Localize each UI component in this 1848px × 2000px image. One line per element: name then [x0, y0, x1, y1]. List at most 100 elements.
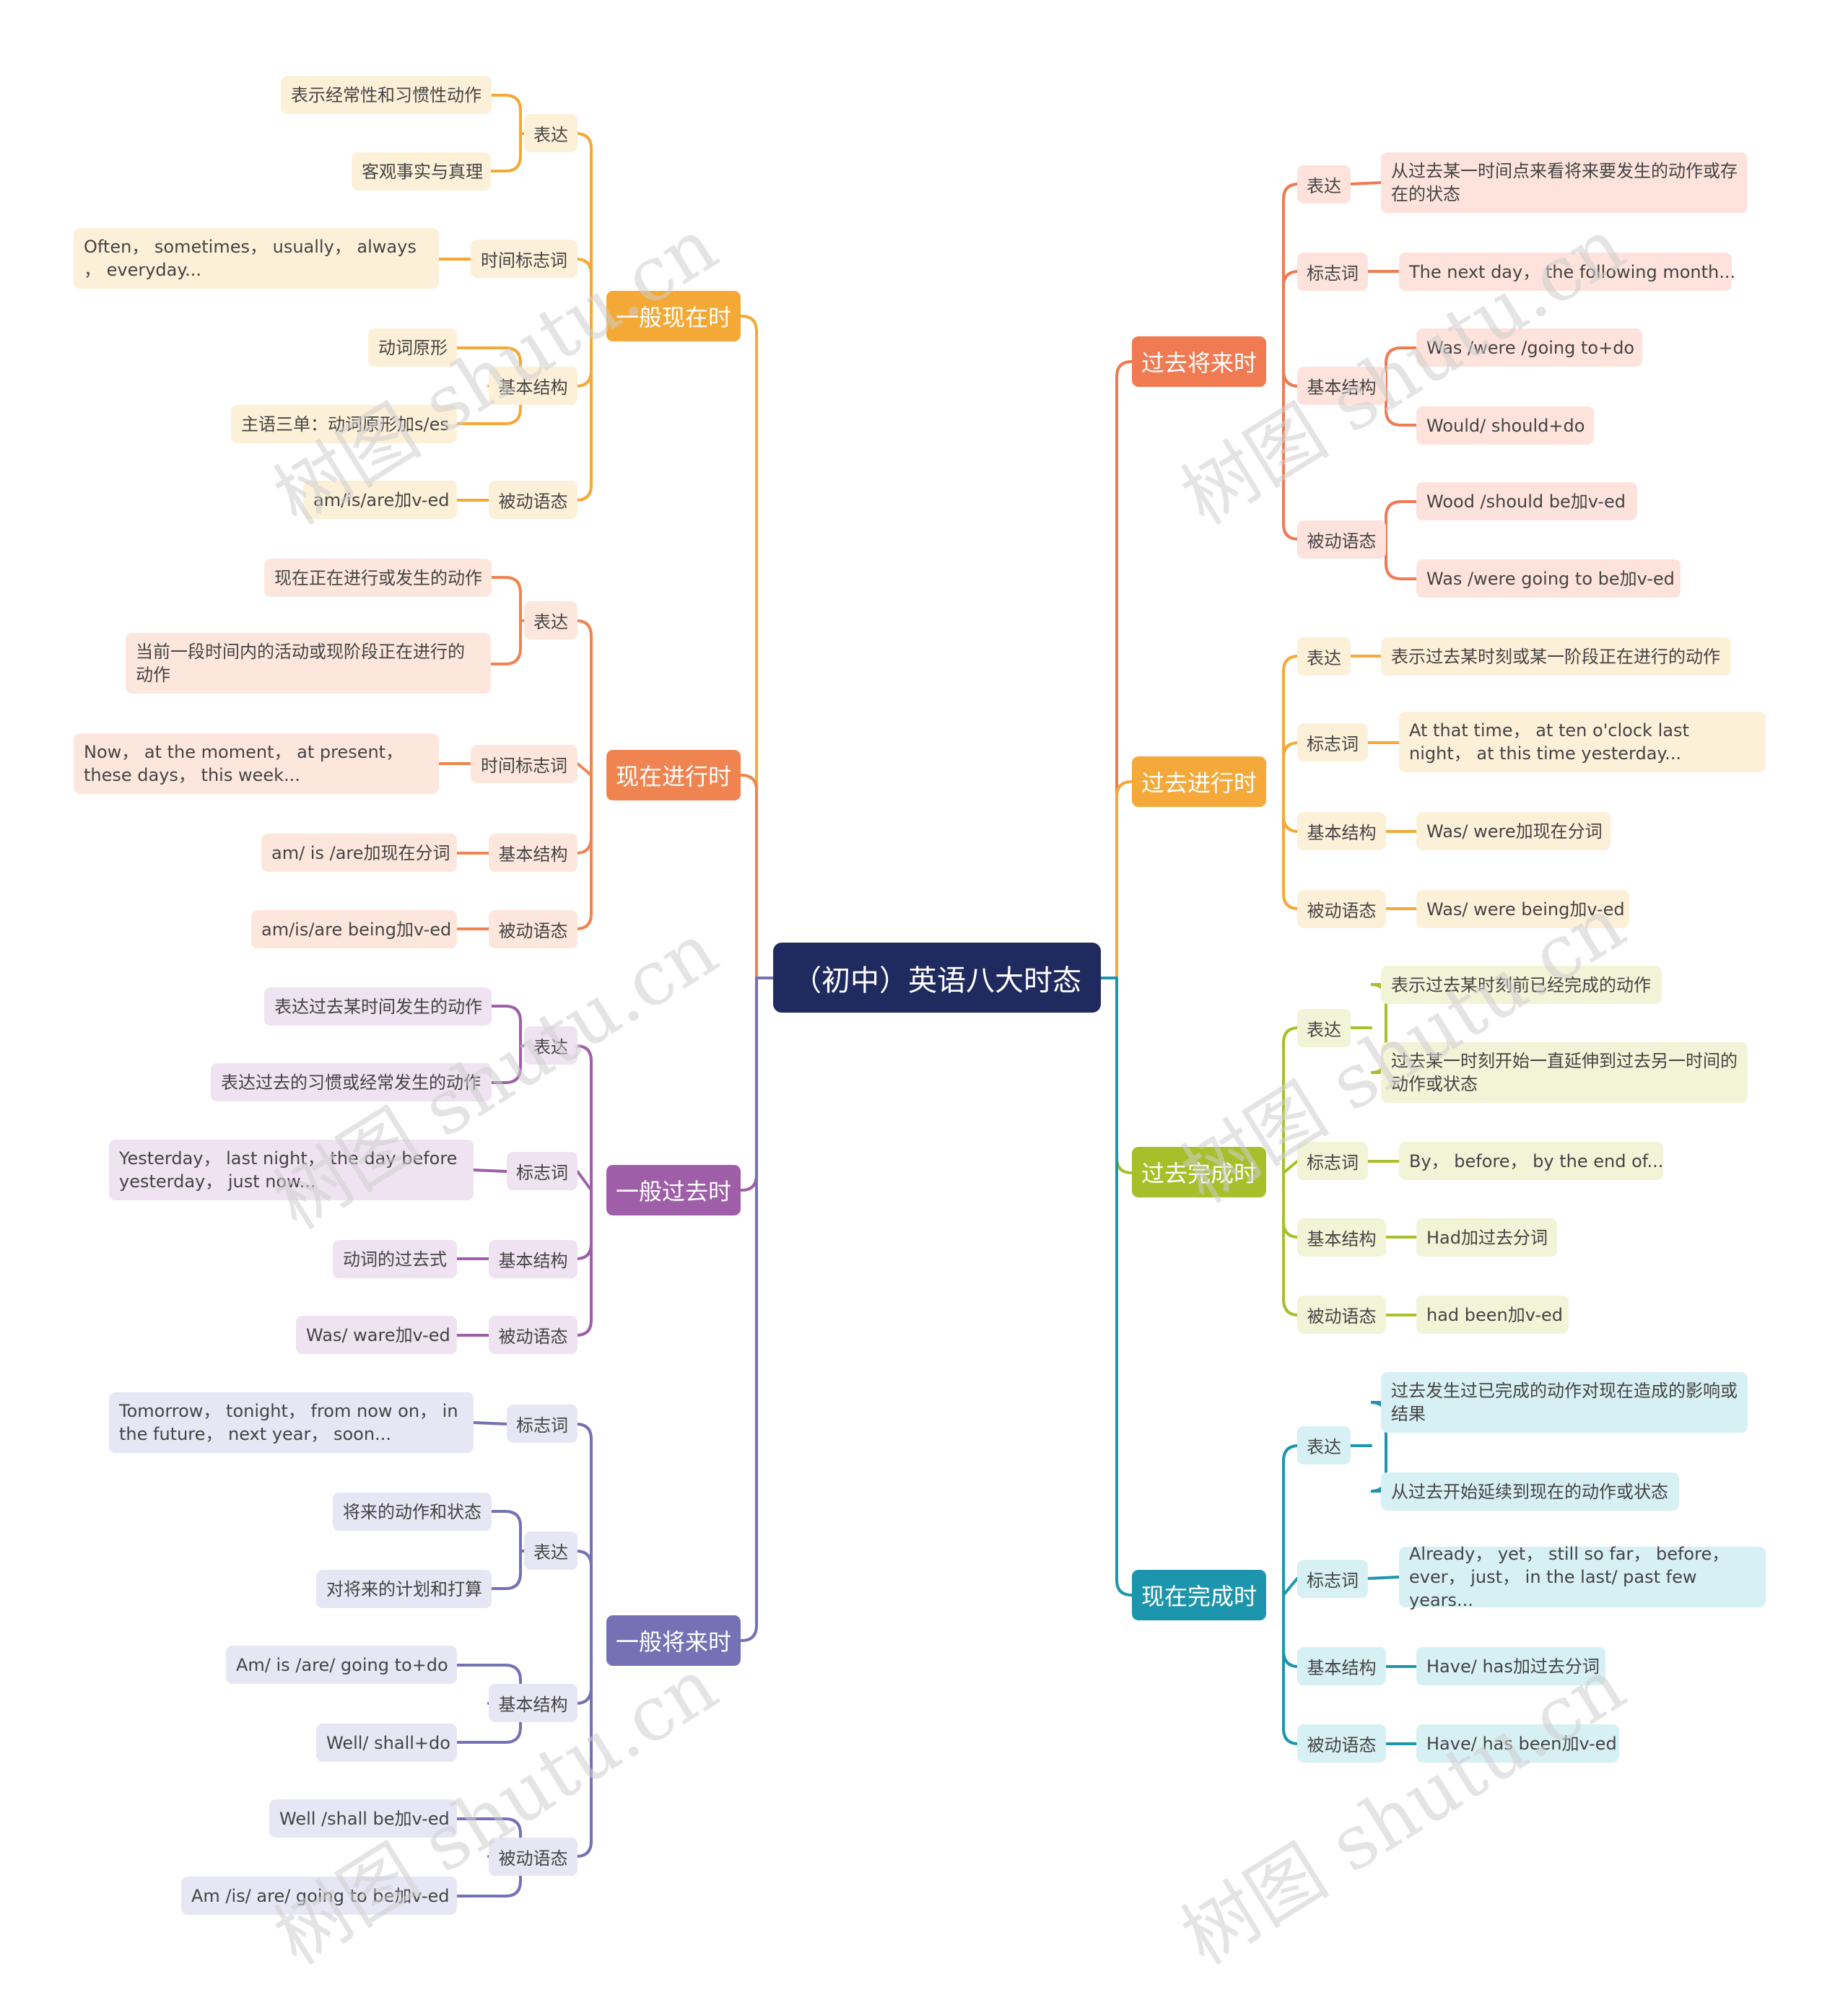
leaf-item: 表达过去的习惯或经常发生的动作 — [211, 1063, 492, 1101]
category-label: 标志词 — [507, 1405, 578, 1443]
group-link — [1282, 1160, 1299, 1174]
leaf-item: By， before， by the end of... — [1399, 1142, 1663, 1180]
group-link — [1282, 741, 1299, 783]
leaf-link — [1385, 500, 1418, 541]
group-link — [1282, 1171, 1299, 1316]
category-label: 被动语态 — [489, 1838, 578, 1876]
group-link — [575, 1189, 593, 1337]
leaf-item: Yesterday， last night， the day before ye… — [109, 1140, 474, 1200]
leaf-link — [1385, 385, 1418, 427]
leaf-item: 主语三单：动词原形加s/es — [231, 405, 457, 443]
leaf-link — [472, 1169, 508, 1173]
category-label: 标志词 — [507, 1152, 578, 1190]
branch-link — [740, 774, 758, 979]
category-label: 标志词 — [1297, 253, 1368, 291]
leaf-item: 将来的动作和状态 — [333, 1493, 492, 1531]
leaf-item: 客观事实与真理 — [352, 152, 491, 191]
leaf-item: 对将来的计划和打算 — [316, 1570, 492, 1608]
topic-past_progressive: 过去进行时 — [1132, 756, 1266, 807]
leaf-item: 表示过去某时刻或某一阶段正在进行的动作 — [1381, 637, 1731, 676]
leaf-link — [456, 385, 522, 425]
leaf-link — [489, 132, 522, 173]
group-link — [575, 1044, 593, 1192]
category-label: 标志词 — [1297, 1560, 1368, 1598]
topic-past_perfect: 过去完成时 — [1132, 1147, 1266, 1197]
category-label: 基本结构 — [1297, 812, 1386, 850]
leaf-item: 从过去开始延续到现在的动作或状态 — [1381, 1472, 1679, 1511]
central-topic: （初中）英语八大时态 — [773, 943, 1101, 1013]
category-label: 时间标志词 — [471, 240, 578, 278]
category-label: 表达 — [1297, 1426, 1351, 1464]
leaf-item: 动词的过去式 — [333, 1240, 457, 1278]
branch-link — [1115, 360, 1133, 979]
group-link — [1282, 780, 1299, 910]
leaf-item: 动词原形 — [368, 328, 457, 367]
category-label: 被动语态 — [1297, 1296, 1386, 1334]
category-label: 基本结构 — [489, 367, 578, 405]
branch-link — [740, 315, 758, 979]
leaf-item: Was/ ware加v-ed — [296, 1316, 457, 1354]
category-label: 表达 — [1297, 637, 1351, 676]
category-label: 表达 — [1297, 1009, 1351, 1047]
leaf-item: Was/ were being加v-ed — [1416, 890, 1629, 928]
leaf-link — [489, 576, 522, 622]
category-label: 被动语态 — [1297, 520, 1386, 559]
leaf-link — [456, 1855, 522, 1898]
group-link — [575, 258, 593, 318]
category-label: 基本结构 — [489, 1684, 578, 1722]
leaf-link — [489, 1044, 522, 1084]
leaf-link — [489, 1550, 522, 1590]
group-link — [1282, 1577, 1299, 1597]
leaf-link — [456, 1817, 522, 1858]
leaf-item: Am/ is /are/ going to+do — [226, 1646, 457, 1684]
leaf-link — [472, 1421, 508, 1425]
group-link — [576, 762, 593, 777]
leaf-link — [1367, 1576, 1400, 1580]
category-label: 被动语态 — [489, 910, 578, 948]
category-label: 标志词 — [1297, 723, 1368, 761]
category-label: 被动语态 — [1297, 890, 1386, 928]
branch-link — [740, 977, 758, 1192]
leaf-item: 过去某一时刻开始一直延伸到过去另一时间的动作或状态 — [1381, 1042, 1748, 1103]
leaf-item: Had加过去分词 — [1416, 1218, 1557, 1257]
leaf-item: am/ is /are加现在分词 — [261, 834, 457, 872]
leaf-item: 表达过去某时间发生的动作 — [264, 987, 492, 1026]
group-link — [575, 1423, 593, 1642]
leaf-item: 现在正在进行或发生的动作 — [264, 559, 492, 597]
leaf-item: Already， yet， still so far， before， ever… — [1399, 1544, 1766, 1610]
leaf-link — [489, 94, 522, 135]
topic-simple_future: 一般将来时 — [606, 1615, 741, 1666]
leaf-item: 表示经常性和习惯性动作 — [281, 76, 492, 114]
leaf-item: 当前一段时间内的活动或现阶段正在进行的动作 — [126, 633, 491, 694]
group-link — [1282, 655, 1299, 783]
group-link — [575, 774, 593, 855]
category-label: 表达 — [524, 114, 578, 152]
group-link — [1282, 780, 1299, 833]
group-link — [575, 619, 593, 777]
leaf-item: am/is/are加v-ed — [303, 481, 457, 519]
branch-link — [740, 977, 758, 1642]
branch-link — [1115, 977, 1133, 1174]
leaf-item: Well /shall be加v-ed — [269, 1799, 457, 1838]
leaf-item: Wood /should be加v-ed — [1416, 482, 1637, 520]
topic-general_present: 一般现在时 — [606, 291, 741, 341]
group-link — [1282, 1026, 1299, 1174]
category-label: 标志词 — [1297, 1142, 1368, 1180]
category-label: 被动语态 — [489, 1316, 578, 1354]
leaf-item: Would/ should+do — [1416, 406, 1594, 445]
leaf-item: At that time， at ten o'clock last night，… — [1399, 712, 1766, 772]
topic-simple_past: 一般过去时 — [606, 1165, 741, 1215]
group-link — [575, 132, 593, 318]
leaf-item: Was /were /going to+do — [1416, 328, 1642, 367]
category-label: 表达 — [1297, 165, 1351, 204]
leaf-link — [489, 1510, 522, 1553]
group-link — [576, 1170, 593, 1192]
leaf-link — [456, 346, 522, 388]
category-label: 基本结构 — [1297, 1218, 1386, 1257]
leaf-item: Often， sometimes， usually， always ， ever… — [74, 228, 439, 289]
leaf-item: Well/ shall+do — [316, 1724, 457, 1762]
category-label: 表达 — [524, 1532, 578, 1570]
category-label: 被动语态 — [489, 481, 578, 519]
group-link — [575, 315, 593, 502]
leaf-item: The next day， the following month... — [1399, 253, 1735, 291]
